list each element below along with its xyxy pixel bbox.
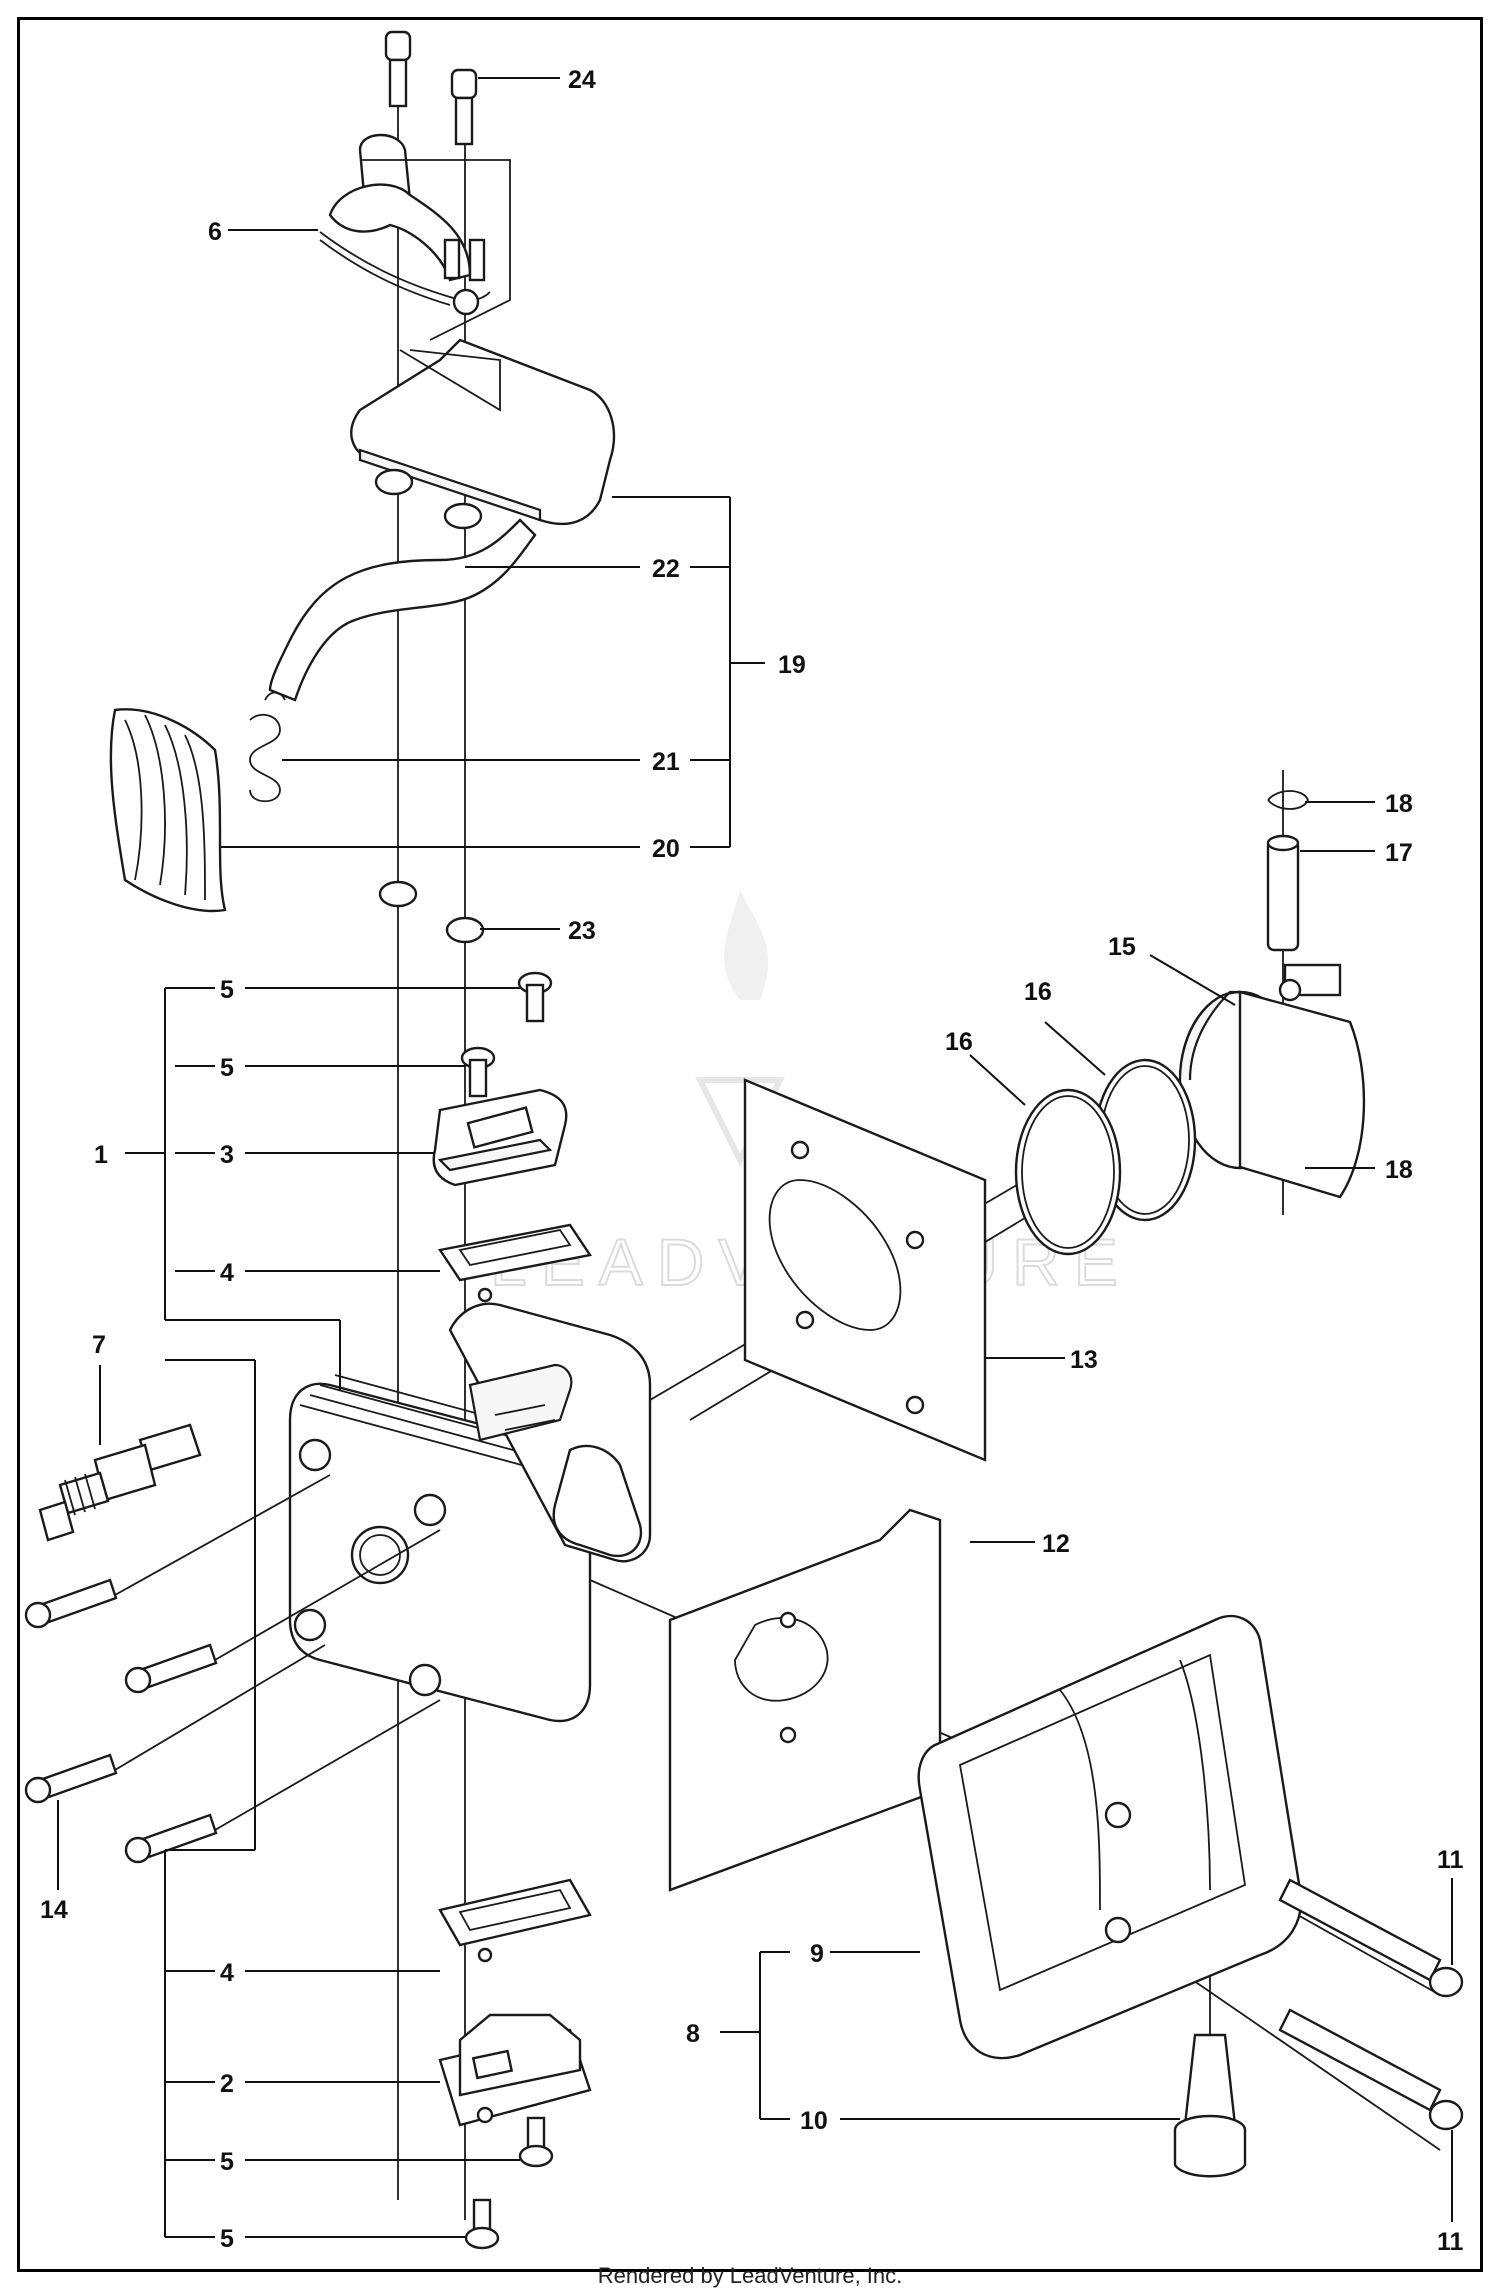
callout-15: 15: [1108, 933, 1136, 961]
piston-part: [1178, 963, 1366, 1199]
gasket-top-part: [437, 1223, 593, 1303]
bolts-11-part: [1278, 1878, 1464, 2131]
callout-18-top: 18: [1385, 790, 1413, 818]
callout-11-top: 11: [1437, 1846, 1464, 1874]
callout-19: 19: [778, 651, 806, 679]
callout-9: 9: [810, 1940, 824, 1968]
callout-4-bottom: 4: [220, 1959, 234, 1987]
callout-22: 22: [652, 555, 680, 583]
callout-6: 6: [208, 218, 222, 246]
callout-5-bottom-2: 5: [220, 2225, 234, 2253]
spark-arrestor-part: [1173, 2033, 1247, 2178]
callout-5-top-1: 5: [220, 976, 234, 1004]
callout-16-right: 16: [1024, 978, 1052, 1006]
callout-4-top: 4: [220, 1259, 234, 1287]
inlet-boot-part: [438, 2013, 592, 2127]
exhaust-gasket-part: [668, 1508, 942, 1892]
callout-24: 24: [568, 66, 596, 94]
muffler-part: [917, 1614, 1303, 2060]
callout-8: 8: [686, 2020, 700, 2048]
spacers-part: [378, 880, 485, 944]
callout-20: 20: [652, 835, 680, 863]
callout-11-bottom: 11: [1437, 2228, 1464, 2256]
inlet-flange-part: [432, 1088, 568, 1187]
footer-credit: Rendered by LeadVenture, Inc.: [597, 2263, 903, 2288]
callout-3: 3: [220, 1141, 234, 1169]
callout-labels: 24 6 22 19 21 20 18 17 23 15 16 16 5 5 1…: [40, 66, 1464, 2256]
callout-5-top-2: 5: [220, 1054, 234, 1082]
callout-2: 2: [220, 2070, 234, 2098]
screw-24-part: [384, 30, 478, 146]
callout-1: 1: [94, 1141, 108, 1169]
cylinder-gasket-part: [743, 1078, 987, 1462]
callout-21: 21: [652, 748, 680, 776]
callout-18-bottom: 18: [1385, 1156, 1413, 1184]
spring-part: [249, 691, 286, 803]
screws-5-bottom: [464, 2116, 554, 2250]
callout-17: 17: [1385, 839, 1413, 867]
callout-14: 14: [40, 1896, 68, 1924]
leader-lines: [57, 77, 1453, 2238]
callout-10: 10: [800, 2107, 828, 2135]
ignition-lead-part: [319, 133, 511, 341]
callout-23: 23: [568, 917, 596, 945]
callout-7: 7: [92, 1331, 106, 1359]
callout-5-bottom-1: 5: [220, 2148, 234, 2176]
shroud-part: [109, 708, 227, 913]
callout-13: 13: [1070, 1346, 1098, 1374]
bolts-14-part: [24, 1474, 441, 1864]
ignition-module-part: [268, 338, 616, 702]
cylinder-part: [288, 1302, 652, 1723]
screws-5-top: [460, 971, 553, 1098]
spark-plug-part: [38, 1423, 202, 1542]
callout-12: 12: [1042, 1530, 1070, 1558]
callout-16-left: 16: [945, 1028, 973, 1056]
gasket-bottom-part: [438, 1878, 592, 1963]
piston-rings-part: [1014, 1058, 1197, 1256]
